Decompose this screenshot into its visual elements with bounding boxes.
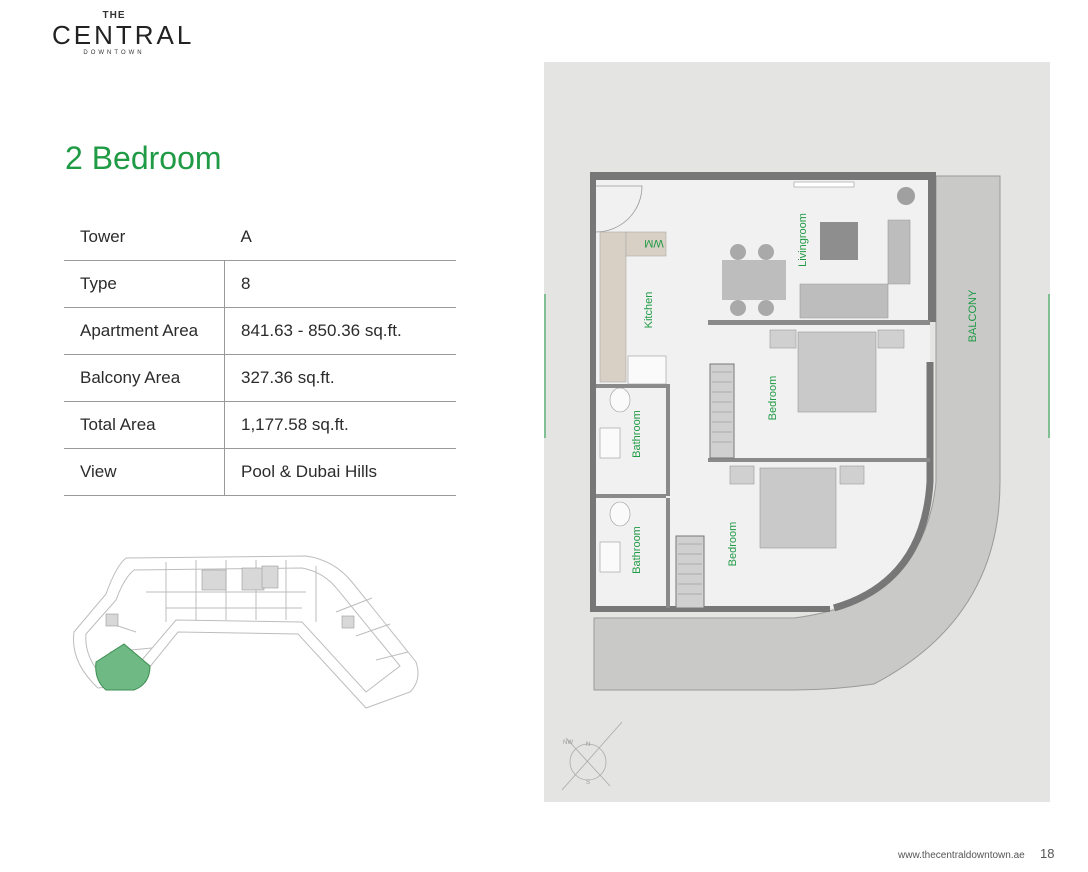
livingroom-label: Livingroom: [797, 213, 809, 267]
table-row: Tower A: [64, 214, 456, 261]
table-row: Apartment Area 841.63 - 850.36 sq.ft.: [64, 307, 456, 355]
table-row: Balcony Area 327.36 sq.ft.: [64, 354, 456, 402]
brand-sub: DOWNTOWN: [83, 50, 145, 56]
spec-label: Apartment Area: [64, 307, 225, 355]
spec-value: A: [224, 214, 456, 261]
spec-value: 8: [224, 260, 456, 308]
compass-nw: NW: [563, 740, 573, 746]
key-plan: [73, 555, 419, 709]
page-title: 2 Bedroom: [65, 140, 222, 176]
floor-plan: WM Kitchen Livingroom BALCONY Bedroom Ba…: [544, 62, 1050, 802]
spec-label: View: [64, 448, 225, 496]
bedroom-label: Bedroom: [767, 376, 779, 421]
spec-value: Pool & Dubai Hills: [224, 448, 456, 496]
page-number: 18: [1040, 846, 1055, 861]
compass-n: N: [586, 742, 590, 748]
brand-the: THE: [102, 10, 126, 21]
table-row: Total Area 1,177.58 sq.ft.: [64, 401, 456, 449]
spec-value: 327.36 sq.ft.: [224, 354, 456, 402]
brand-name: CENTRAL: [52, 20, 195, 50]
balcony-label: BALCONY: [967, 289, 979, 342]
highlighted-unit: [95, 643, 151, 691]
bathroom-label: Bathroom: [631, 410, 643, 458]
bathroom-label: Bathroom: [631, 526, 643, 574]
table-row: View Pool & Dubai Hills: [64, 448, 456, 496]
spec-label: Total Area: [64, 401, 225, 449]
specs-table: Tower A Type 8 Apartment Area 841.63 - 8…: [64, 214, 456, 496]
table-row: Type 8: [64, 260, 456, 308]
spec-label: Type: [64, 260, 225, 308]
kitchen-label: Kitchen: [643, 292, 655, 329]
brand-logo: THE CENTRAL DOWNTOWN: [52, 10, 195, 56]
bedroom-label: Bedroom: [727, 522, 739, 567]
footer-url: www.thecentraldowntown.ae: [898, 850, 1025, 861]
compass-icon: [561, 721, 623, 791]
spec-label: Balcony Area: [64, 354, 225, 402]
compass-s: S: [586, 780, 590, 786]
spec-value: 841.63 - 850.36 sq.ft.: [224, 307, 456, 355]
spec-label: Tower: [64, 214, 225, 261]
wm-label: WM: [644, 237, 664, 249]
spec-value: 1,177.58 sq.ft.: [224, 401, 456, 449]
